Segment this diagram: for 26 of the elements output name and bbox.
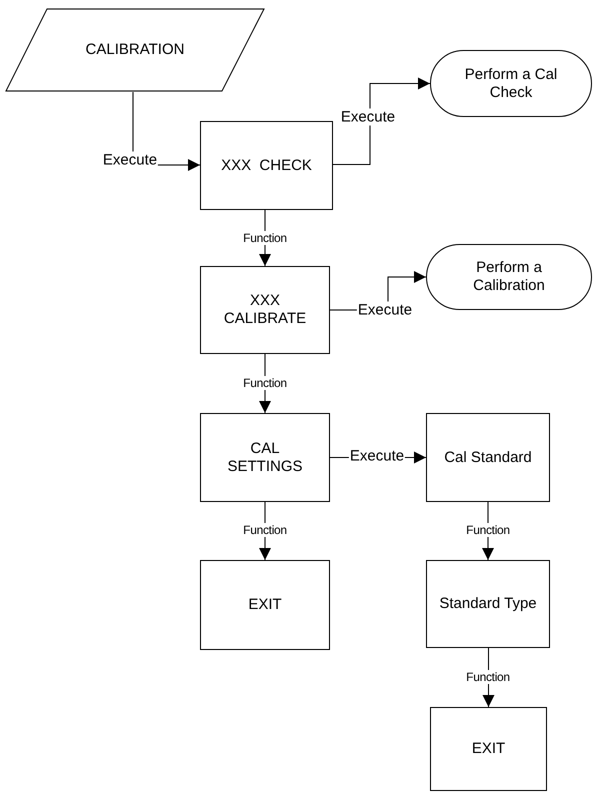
edge-label: Execute: [102, 152, 158, 168]
node-label: EXIT: [470, 740, 506, 758]
connector-arrow: [332, 78, 430, 165]
process-box: [430, 707, 547, 791]
edge-label: Function: [465, 670, 511, 684]
process-box: [200, 413, 330, 502]
edge-label: Function: [465, 523, 511, 537]
edge-label: Execute: [340, 108, 396, 126]
process-box: [200, 121, 333, 210]
node-label: XXX CALIBRATE: [222, 292, 308, 328]
node-label: Perform a Cal Check: [464, 66, 558, 102]
node-label: Standard Type: [438, 595, 538, 613]
node-label: Cal Standard: [443, 448, 533, 466]
input-parallelogram: [5, 8, 265, 92]
process-box: [200, 560, 330, 650]
node-label: CALIBRATION: [84, 41, 186, 59]
edge-label: Function: [242, 376, 288, 390]
node-label: EXIT: [247, 596, 283, 614]
edge-label: Function: [242, 523, 288, 537]
process-box: [426, 413, 550, 502]
edge-label: Function: [242, 231, 288, 245]
process-box: [426, 560, 550, 648]
node-label: CAL SETTINGS: [226, 440, 304, 476]
node-label: XXX CHECK: [220, 156, 313, 174]
process-box: [200, 266, 330, 354]
node-label: Perform a Calibration: [472, 259, 546, 295]
